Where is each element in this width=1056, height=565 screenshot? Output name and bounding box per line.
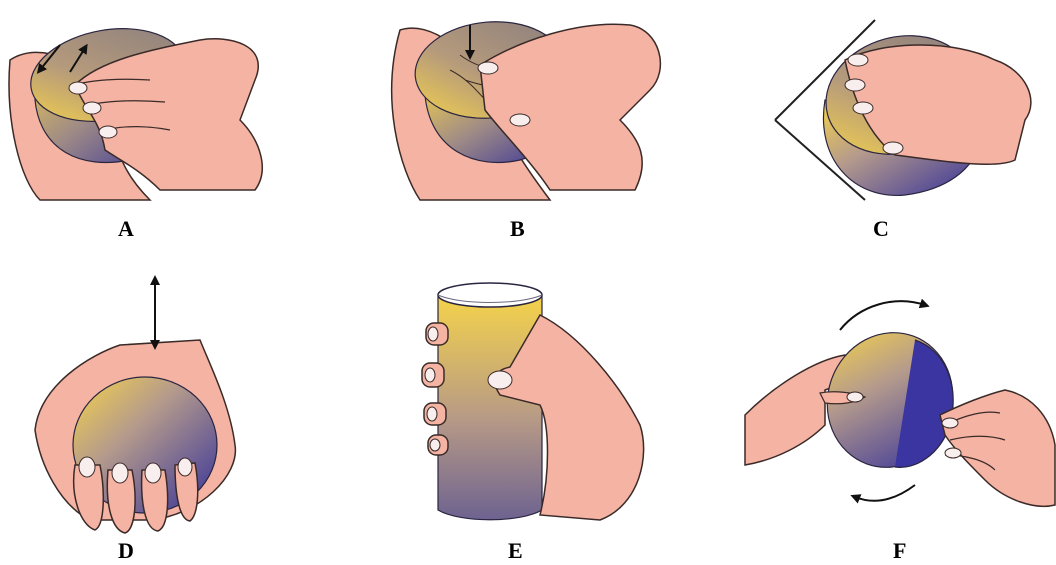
panel-e: E — [400, 275, 700, 565]
panel-label: C — [873, 218, 889, 240]
panel-c: C — [755, 0, 1055, 260]
hand-hold-tube-icon — [400, 275, 700, 535]
panel-a: A — [0, 0, 300, 260]
panel-b: B — [380, 0, 680, 260]
hand-bounce-icon — [0, 275, 300, 535]
panel-label: D — [118, 540, 134, 562]
panel-label: E — [508, 540, 523, 562]
panel-d: D — [0, 275, 300, 565]
hand-pinch-rub-icon — [0, 0, 300, 210]
hand-press-edge-icon — [755, 0, 1055, 210]
panel-label: F — [893, 540, 906, 562]
panel-label: A — [118, 218, 134, 240]
hand-rotate-icon — [745, 275, 1055, 535]
panel-f: F — [745, 275, 1055, 565]
hand-press-crack-icon — [380, 0, 680, 210]
panel-label: B — [510, 218, 525, 240]
